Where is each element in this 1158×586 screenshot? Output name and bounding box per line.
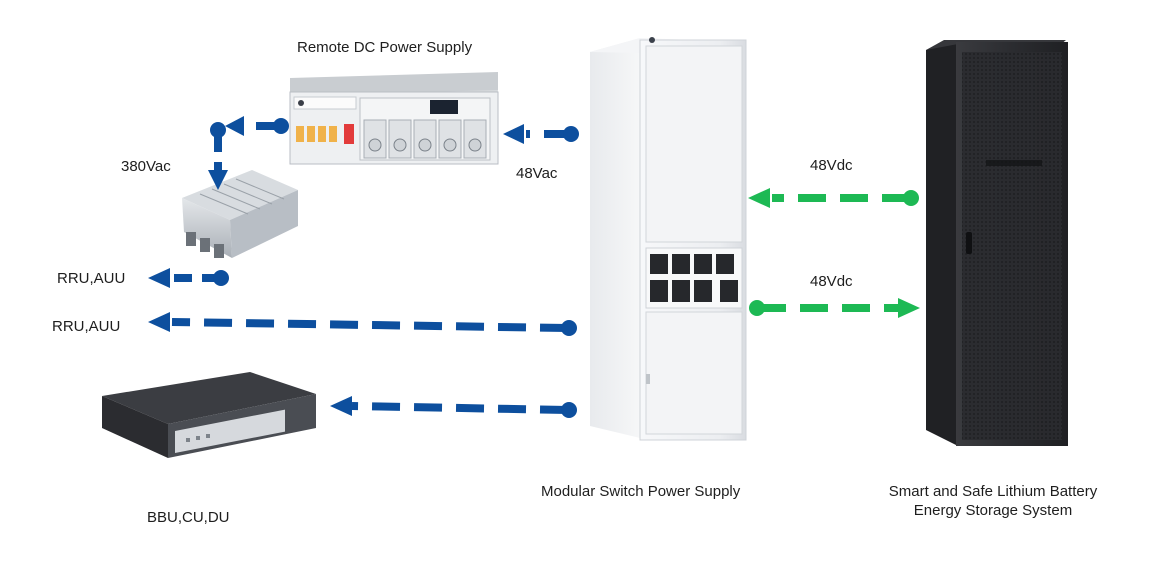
arrow-head xyxy=(225,116,244,136)
arrow-head xyxy=(748,188,770,208)
rru-outdoor-unit-image xyxy=(182,170,298,258)
arrow-corner-dot xyxy=(210,122,226,138)
380vac-label: 380Vac xyxy=(121,158,171,175)
arrow-start-dot xyxy=(903,190,919,206)
breaker-panel xyxy=(645,247,743,309)
arrow-start-dot xyxy=(563,126,579,142)
bbu-cu-du-label: BBU,CU,DU xyxy=(147,509,230,526)
arrow-start-dot xyxy=(749,300,765,316)
arrow-head xyxy=(503,124,524,144)
arrow-cabinet-to-bbu xyxy=(351,402,569,414)
battery-label-line-2: Energy Storage System xyxy=(913,502,1073,519)
arrow-head xyxy=(208,170,228,190)
arrow-start-dot xyxy=(561,320,577,336)
remote-dc-power-supply-image xyxy=(289,72,499,165)
remote-dc-label: Remote DC Power Supply xyxy=(297,39,473,56)
battery-label-line-1: Smart and Safe Lithium Battery xyxy=(888,483,1098,500)
48vac-label: 48Vac xyxy=(516,165,558,182)
rectifier-modules xyxy=(363,119,487,159)
arrow-head xyxy=(148,268,170,288)
arrow-head xyxy=(330,396,352,416)
arrow-head xyxy=(898,298,920,318)
rru-aau-label-bottom: RRU,AUU xyxy=(52,318,121,335)
arrow-start-dot xyxy=(561,402,577,418)
arrow-cabinet-to-rru xyxy=(171,318,569,332)
48vdc-bottom-label: 48Vdc xyxy=(810,273,853,290)
modular-switch-power-supply-cabinet xyxy=(590,37,747,441)
lithium-battery-cabinet xyxy=(926,40,1068,446)
rru-aau-label-top: RRU,AUU xyxy=(57,270,126,287)
breaker-row xyxy=(296,124,354,144)
arrow-start-dot xyxy=(273,118,289,134)
bbu-device-image xyxy=(102,372,316,458)
modular-switch-label: Modular Switch Power Supply xyxy=(541,483,741,500)
arrow-start-dot xyxy=(213,270,229,286)
arrow-head xyxy=(148,312,170,332)
48vdc-top-label: 48Vdc xyxy=(810,157,853,174)
arrow-remote-dc-to-rru xyxy=(214,122,280,172)
battery-label: Smart and Safe Lithium Battery Energy St… xyxy=(868,482,1118,520)
